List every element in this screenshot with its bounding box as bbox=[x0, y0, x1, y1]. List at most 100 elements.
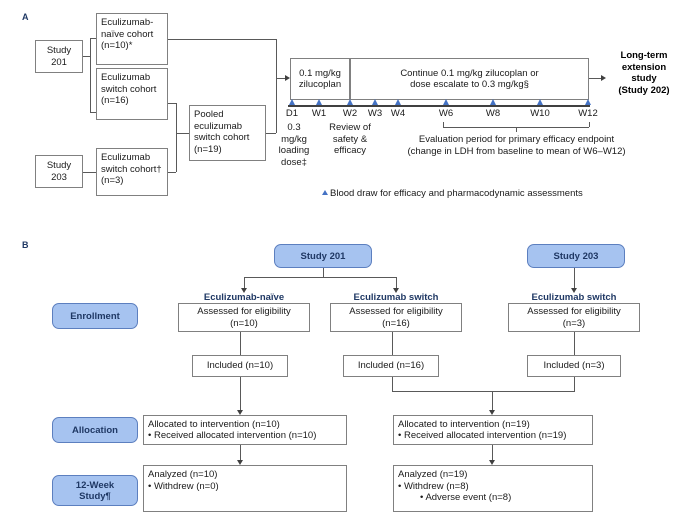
tick-label-w4: W4 bbox=[390, 108, 406, 119]
arrow-201-to-naive-icon bbox=[240, 288, 247, 293]
tick-label-w1: W1 bbox=[311, 108, 327, 119]
assessed-naive-line2: (n=10) bbox=[230, 317, 258, 329]
study-203-header-box: Study 203 bbox=[527, 244, 625, 268]
assessed-naive-line1: Assessed for eligibility bbox=[197, 306, 291, 317]
connector-201-split bbox=[244, 277, 396, 278]
connector-to-extension bbox=[589, 78, 601, 79]
connector-201-bracket bbox=[90, 38, 91, 112]
switch201-line1: Eculizumab bbox=[101, 72, 151, 83]
evaluation-bracket-stem bbox=[516, 127, 517, 132]
review-safety-efficacy-note: Review of safety & efficacy bbox=[318, 122, 382, 157]
switch203-line3: (n=3) bbox=[101, 175, 124, 186]
tick-label-w2: W2 bbox=[342, 108, 358, 119]
pooled-eculizumab-switch-cohort-box: Pooled eculizumab switch cohort (n=19) bbox=[189, 105, 266, 161]
loading-dose-note: 0.3 mg/kg loading dose‡ bbox=[277, 122, 311, 168]
evaluation-period-note: Evaluation period for primary efficacy e… bbox=[384, 134, 649, 157]
stage-12week-line1: 12-Week bbox=[75, 479, 115, 491]
connector-201-left-drop bbox=[244, 277, 245, 288]
connector-201-to-switch bbox=[90, 112, 96, 113]
naive-cohort-line1: Eculizumab- bbox=[101, 17, 154, 28]
analyzed-switch-pooled-box: Analyzed (n=19) • Withdrew (n=8) • Adver… bbox=[393, 465, 593, 512]
blood-draw-tick-w3-icon bbox=[371, 99, 378, 105]
blood-draw-tick-w1-icon bbox=[315, 99, 322, 105]
stage-label-allocation: Allocation bbox=[52, 417, 138, 443]
connector-included-switch201-down bbox=[392, 377, 393, 391]
connector-assessed-naive-down bbox=[240, 332, 241, 355]
stage-enrollment-label: Enrollment bbox=[70, 310, 120, 322]
analyzed-naive-line1: Analyzed (n=10) bbox=[148, 469, 218, 480]
connector-naive-to-treatment-v bbox=[276, 39, 277, 78]
stage-allocation-label: Allocation bbox=[72, 424, 118, 436]
arrow-included-naive-to-allocation-icon bbox=[236, 410, 243, 415]
arrow-allocated-pooled-to-analyzed-icon bbox=[488, 460, 495, 465]
pooled-line4: (n=19) bbox=[194, 143, 222, 155]
analyzed-pooled-line3: • Adverse event (n=8) bbox=[420, 492, 512, 503]
study-201-line2: 201 bbox=[51, 56, 67, 68]
connector-included-switch203-down bbox=[574, 377, 575, 391]
treatment-phase-2-box: Continue 0.1 mg/kg zilucoplan or dose es… bbox=[350, 58, 589, 100]
included-switch-201-box: Included (n=16) bbox=[343, 355, 439, 377]
arrow-allocated-naive-to-analyzed-icon bbox=[236, 460, 243, 465]
study-203-header-label: Study 203 bbox=[553, 250, 599, 262]
allocated-naive-box: Allocated to intervention (n=10) • Recei… bbox=[143, 415, 347, 445]
extension-line2: extension bbox=[621, 61, 667, 73]
connector-pooled-out-v bbox=[276, 78, 277, 133]
assessed-switch203-line1: Assessed for eligibility bbox=[527, 306, 621, 317]
treatment-phase-1-box: 0.1 mg/kg zilucoplan bbox=[290, 58, 350, 100]
included-switch203-label: Included (n=3) bbox=[543, 360, 605, 372]
evaluation-line2: (change in LDH from baseline to mean of … bbox=[407, 145, 626, 157]
arrow-into-treatment-icon bbox=[285, 74, 290, 81]
long-term-extension-study-label: Long-term extension study (Study 202) bbox=[604, 50, 684, 96]
connector-203-down bbox=[574, 268, 575, 288]
connector-pooled-stem bbox=[176, 133, 189, 134]
connector-switch201-out bbox=[168, 103, 176, 104]
cohort-header-switch-201: Eculizumab switch bbox=[353, 292, 439, 303]
blood-draw-tick-w8-icon bbox=[489, 99, 496, 105]
study-201-line1: Study bbox=[46, 45, 72, 56]
blood-draw-tick-w12-icon bbox=[584, 99, 591, 105]
phase2-line1: Continue 0.1 mg/kg zilucoplan or bbox=[400, 67, 539, 79]
tick-label-w3: W3 bbox=[367, 108, 383, 119]
included-switch-203-box: Included (n=3) bbox=[527, 355, 621, 377]
arrow-merge-to-allocation-icon bbox=[488, 410, 495, 415]
pooled-line2: eculizumab bbox=[194, 120, 243, 132]
included-naive-box: Included (n=10) bbox=[192, 355, 288, 377]
blood-draw-tick-w4-icon bbox=[394, 99, 401, 105]
assessed-eligibility-switch-203-box: Assessed for eligibility (n=3) bbox=[508, 303, 640, 332]
connector-assessed-switch201-down bbox=[392, 332, 393, 355]
eculizumab-switch-cohort-201-box: Eculizumab switch cohort (n=16) bbox=[96, 68, 168, 120]
connector-switch-merge bbox=[392, 391, 575, 392]
connector-switch-merge-stem bbox=[492, 391, 493, 410]
switch201-line3: (n=16) bbox=[101, 95, 129, 106]
stage-12week-line2: Study¶ bbox=[79, 490, 111, 502]
blood-draw-tick-w2-icon bbox=[346, 99, 353, 105]
study-201-header-label: Study 201 bbox=[300, 250, 346, 262]
connector-naive-to-treatment-h bbox=[168, 39, 276, 40]
loading-dose-line3: loading bbox=[278, 145, 310, 156]
blood-draw-tick-w10-icon bbox=[536, 99, 543, 105]
phase1-line2: zilucoplan bbox=[298, 79, 342, 90]
review-line3: efficacy bbox=[333, 145, 367, 156]
stage-label-12-week-study: 12-Week Study¶ bbox=[52, 475, 138, 506]
assessed-switch203-line2: (n=3) bbox=[562, 317, 586, 329]
connector-201-right-drop bbox=[396, 277, 397, 288]
tick-label-w8: W8 bbox=[485, 108, 501, 119]
extension-line3: study bbox=[631, 73, 657, 84]
study-203-box: Study 203 bbox=[35, 155, 83, 188]
analyzed-naive-line2: • Withdrew (n=0) bbox=[148, 480, 219, 492]
phase2-line2: dose escalate to 0.3 mg/kg§ bbox=[410, 79, 529, 90]
analyzed-pooled-line1: Analyzed (n=19) bbox=[398, 469, 468, 480]
evaluation-line1: Evaluation period for primary efficacy e… bbox=[418, 134, 615, 145]
analyzed-naive-box: Analyzed (n=10) • Withdrew (n=0) bbox=[143, 465, 347, 512]
switch203-line2: switch cohort† bbox=[101, 163, 162, 175]
connector-into-treatment bbox=[276, 78, 285, 79]
pooled-line3: switch cohort bbox=[194, 132, 250, 143]
arrow-201-to-switch-icon bbox=[392, 288, 399, 293]
study-203-line2: 203 bbox=[51, 171, 67, 183]
panel-b-letter: B bbox=[22, 240, 29, 250]
cohort-header-switch-203: Eculizumab switch bbox=[531, 292, 617, 303]
allocated-pooled-line1: Allocated to intervention (n=19) bbox=[398, 418, 530, 430]
evaluation-bracket-left bbox=[443, 122, 444, 127]
assessed-eligibility-switch-201-box: Assessed for eligibility (n=16) bbox=[330, 303, 462, 332]
switch201-line2: switch cohort bbox=[101, 83, 157, 95]
